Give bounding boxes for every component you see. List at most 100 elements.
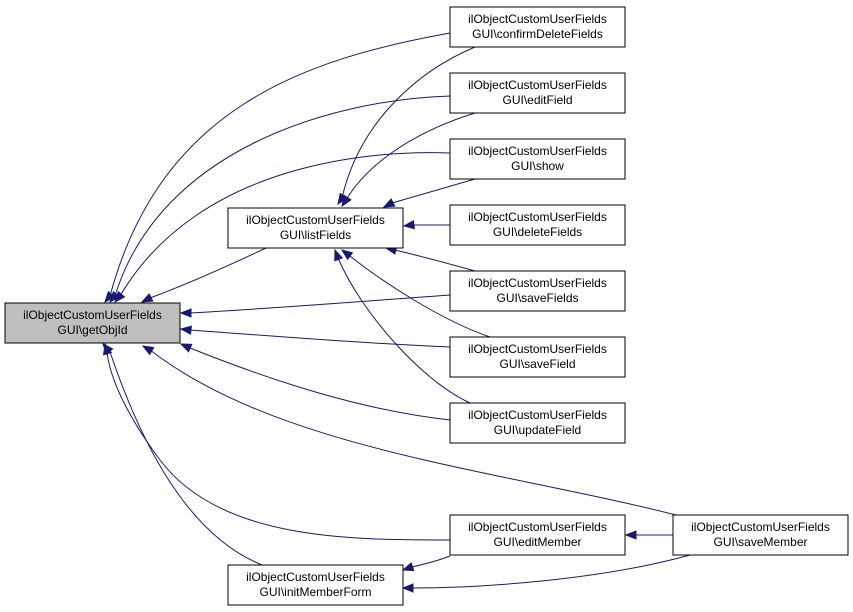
node-box[interactable] [4, 302, 181, 344]
edge-show-to-getObjId [114, 152, 451, 304]
arrowhead-icon [401, 583, 414, 593]
edge-line [189, 329, 451, 348]
edge-line [114, 95, 451, 297]
node-box[interactable] [449, 402, 626, 444]
arrowhead-icon [334, 248, 344, 262]
node-class-label: ilObjectCustomUserFields [468, 144, 607, 158]
edge-line [109, 351, 263, 566]
node-box[interactable] [227, 207, 404, 249]
arrowhead-icon [340, 249, 354, 261]
arrowhead-icon [140, 293, 154, 303]
node-box[interactable] [449, 138, 626, 180]
arrowhead-icon [337, 192, 348, 206]
node-class-label: ilObjectCustomUserFields [468, 520, 607, 534]
edge-updateField-to-listFields [334, 248, 471, 404]
edge-line [106, 351, 451, 541]
node-method-label: GUI\saveField [499, 357, 575, 371]
arrowhead-icon [109, 290, 121, 304]
node-method-label: GUI\saveMember [713, 535, 807, 549]
arrowhead-icon [401, 562, 415, 572]
node-box[interactable] [449, 514, 626, 556]
edge-saveMember-to-editMember [624, 530, 673, 540]
edge-line [349, 255, 491, 338]
edge-show-to-listFields [382, 178, 476, 208]
edge-saveField-to-listFields [340, 249, 491, 338]
node-method-label: GUI\getObjId [57, 323, 127, 337]
edge-line [411, 555, 451, 568]
edge-line [394, 249, 476, 272]
edge-editMember-to-initMemberForm [401, 555, 451, 572]
node-method-label: GUI\listFields [280, 228, 351, 242]
edge-saveMember-to-initMemberForm [401, 554, 691, 593]
edge-editField-to-listFields [341, 112, 476, 208]
edge-initMemberForm-to-getObjId [102, 342, 263, 566]
node-method-label: GUI\initMemberForm [259, 585, 371, 599]
arrowhead-icon [114, 290, 126, 304]
arrowhead-icon [402, 219, 416, 230]
node-box[interactable] [449, 204, 626, 246]
arrowhead-icon [179, 308, 192, 318]
edge-line [341, 46, 476, 199]
edge-line [189, 347, 451, 421]
edge-editField-to-getObjId [109, 95, 451, 304]
node-class-label: ilObjectCustomUserFields [468, 12, 607, 26]
edge-line [119, 152, 451, 297]
edge-deleteFields-to-listFields [402, 219, 451, 230]
node-method-label: GUI\saveFields [496, 291, 578, 305]
node-class-label: ilObjectCustomUserFields [468, 342, 607, 356]
edge-line [411, 554, 691, 589]
node-box[interactable] [449, 270, 626, 312]
arrowhead-icon [341, 194, 352, 208]
node-initMemberForm[interactable]: ilObjectCustomUserFieldsGUI\initMemberFo… [227, 564, 404, 606]
arrowhead-icon [179, 325, 192, 335]
node-class-label: ilObjectCustomUserFields [246, 213, 385, 227]
node-class-label: ilObjectCustomUserFields [691, 520, 830, 534]
arrowhead-icon [179, 343, 193, 353]
arrowhead-icon [624, 530, 637, 540]
node-class-label: ilObjectCustomUserFields [23, 308, 162, 322]
edge-line [391, 178, 476, 204]
edge-line [149, 349, 681, 517]
arrowhead-icon [382, 198, 396, 208]
node-class-label: ilObjectCustomUserFields [468, 408, 607, 422]
node-box[interactable] [449, 6, 626, 48]
edge-confirmDeleteFields-to-getObjId [104, 32, 451, 304]
edge-saveFields-to-getObjId [179, 294, 451, 318]
edge-line [189, 294, 451, 314]
node-method-label: GUI\show [511, 159, 564, 173]
edge-confirmDeleteFields-to-listFields [337, 46, 476, 206]
node-box[interactable] [449, 336, 626, 378]
node-method-label: GUI\confirmDeleteFields [472, 27, 603, 41]
node-box[interactable] [672, 514, 849, 556]
node-method-label: GUI\editMember [493, 535, 581, 549]
edge-updateField-to-getObjId [179, 343, 451, 421]
arrowhead-icon [102, 342, 114, 356]
arrowhead-icon [141, 345, 155, 356]
edge-line [109, 32, 451, 297]
nodes-layer: ilObjectCustomUserFieldsGUI\getObjIdilOb… [4, 6, 849, 606]
node-confirmDeleteFields[interactable]: ilObjectCustomUserFieldsGUI\confirmDelet… [449, 6, 626, 48]
node-class-label: ilObjectCustomUserFields [468, 210, 607, 224]
node-method-label: GUI\deleteFields [493, 225, 582, 239]
edge-listFields-to-getObjId [140, 247, 267, 303]
node-method-label: GUI\updateField [494, 423, 581, 437]
node-class-label: ilObjectCustomUserFields [246, 570, 385, 584]
edge-saveMember-to-getObjId [141, 345, 681, 517]
edge-saveFields-to-listFields [384, 245, 476, 272]
node-box[interactable] [227, 564, 404, 606]
edge-line [345, 112, 476, 201]
edge-saveField-to-getObjId [179, 325, 451, 348]
edges-layer [102, 32, 691, 593]
node-box[interactable] [449, 72, 626, 114]
